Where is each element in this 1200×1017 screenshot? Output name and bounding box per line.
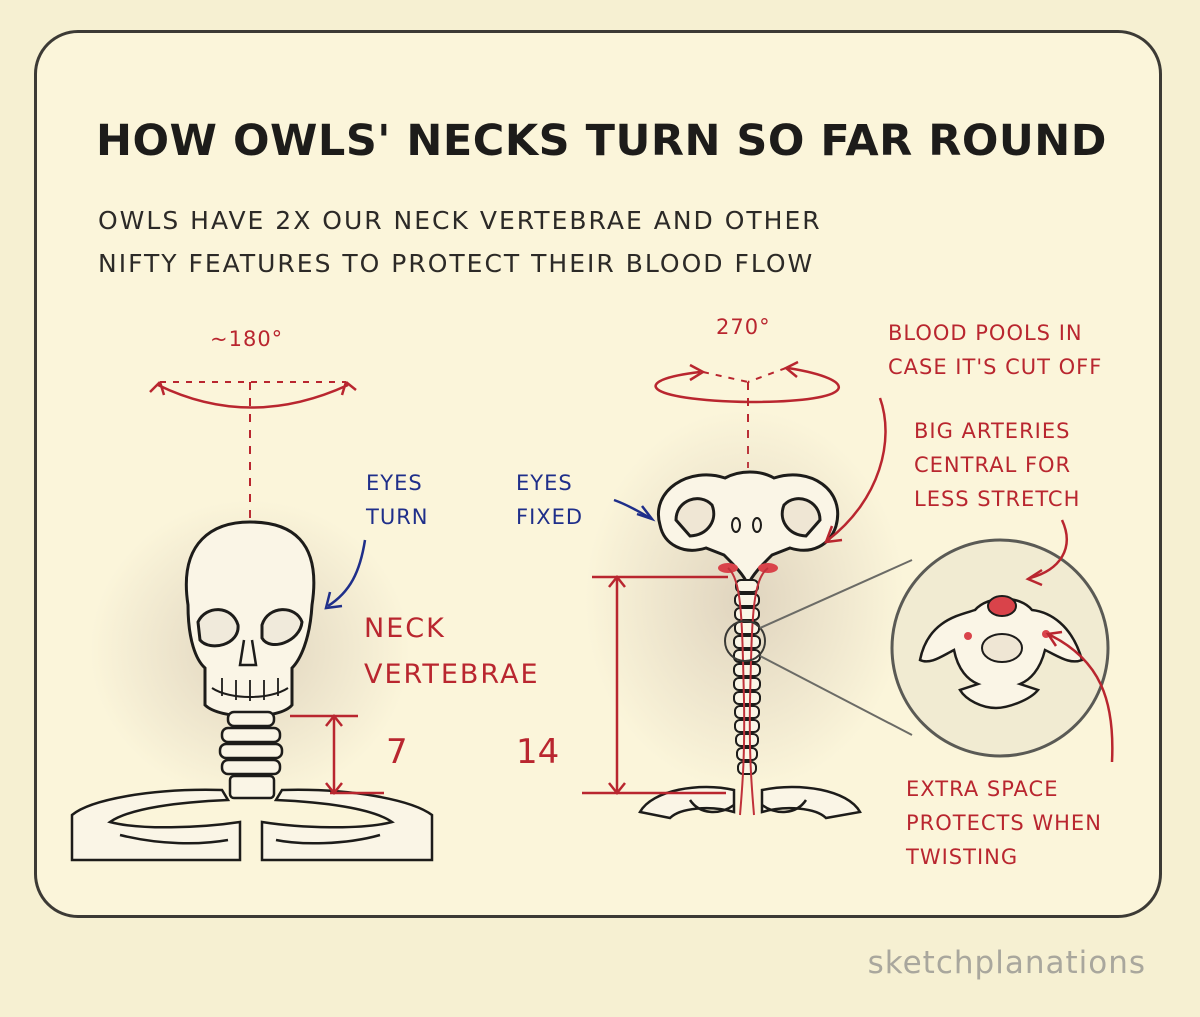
human-shoulders-icon (70, 788, 434, 862)
extra-space-label: EXTRA SPACE PROTECTS WHEN TWISTING (906, 772, 1102, 874)
neck-vertebrae-label: NECK VERTEBRAE (364, 606, 540, 698)
human-eyes-arrow (324, 539, 367, 610)
owl-arteries-icon (727, 567, 769, 816)
human-neck-vertebrae-icon (218, 710, 284, 800)
subtitle-line-2: NIFTY FEATURES TO PROTECT THEIR BLOOD FL… (98, 249, 815, 278)
owl-eyes-label: EYES FIXED (516, 466, 583, 534)
arteries-line-3: LESS STRETCH (914, 487, 1081, 511)
neck-vertebrae-line-1: NECK (364, 613, 446, 644)
vertebra-zoom-circle (890, 538, 1110, 758)
human-rotation-label: ~180° (210, 327, 284, 351)
owl-shoulders-icon (638, 785, 862, 820)
owl-rotation-label: 270° (716, 315, 771, 339)
subtitle-line-1: OWLS HAVE 2X OUR NECK VERTEBRAE AND OTHE… (98, 206, 822, 235)
arteries-label: BIG ARTERIES CENTRAL FOR LESS STRETCH (914, 414, 1080, 516)
extra-space-line-2: PROTECTS WHEN (906, 811, 1102, 835)
blood-pools-line-2: CASE IT'S CUT OFF (888, 355, 1103, 379)
owl-eyes-line-2: FIXED (516, 505, 584, 529)
owl-eyes-line-1: EYES (516, 471, 573, 495)
blood-pools-line-1: BLOOD POOLS IN (888, 321, 1083, 345)
blood-pools-arrow (824, 397, 887, 544)
owl-vertebrae-bracket (582, 574, 728, 796)
human-eyes-label: EYES TURN (366, 466, 429, 534)
zoom-lines (724, 559, 913, 736)
owl-skull-icon (656, 470, 840, 590)
owl-neck-vertebrae-icon (733, 579, 761, 775)
blood-pools-label: BLOOD POOLS IN CASE IT'S CUT OFF (888, 316, 1102, 384)
owl-eyes-arrow (613, 498, 656, 522)
owl-vertebrae-count: 14 (516, 732, 560, 772)
human-rotation-arrow (149, 381, 357, 520)
human-skull-icon (184, 520, 316, 718)
human-eyes-line-2: TURN (366, 505, 429, 529)
arteries-line-2: CENTRAL FOR (914, 453, 1072, 477)
human-vertebrae-bracket (290, 713, 384, 796)
extra-space-arrow (1045, 630, 1114, 763)
human-vertebrae-count: 7 (386, 732, 408, 772)
arteries-line-1: BIG ARTERIES (914, 419, 1071, 443)
neck-vertebrae-line-2: VERTEBRAE (364, 659, 540, 690)
page-title: HOW OWLS' NECKS TURN SO FAR ROUND (96, 116, 1107, 166)
extra-space-line-3: TWISTING (906, 845, 1019, 869)
brand-logo[interactable]: sketchplanations (867, 945, 1146, 981)
extra-space-line-1: EXTRA SPACE (906, 777, 1059, 801)
arteries-arrow (1025, 519, 1068, 587)
human-eyes-line-1: EYES (366, 471, 423, 495)
